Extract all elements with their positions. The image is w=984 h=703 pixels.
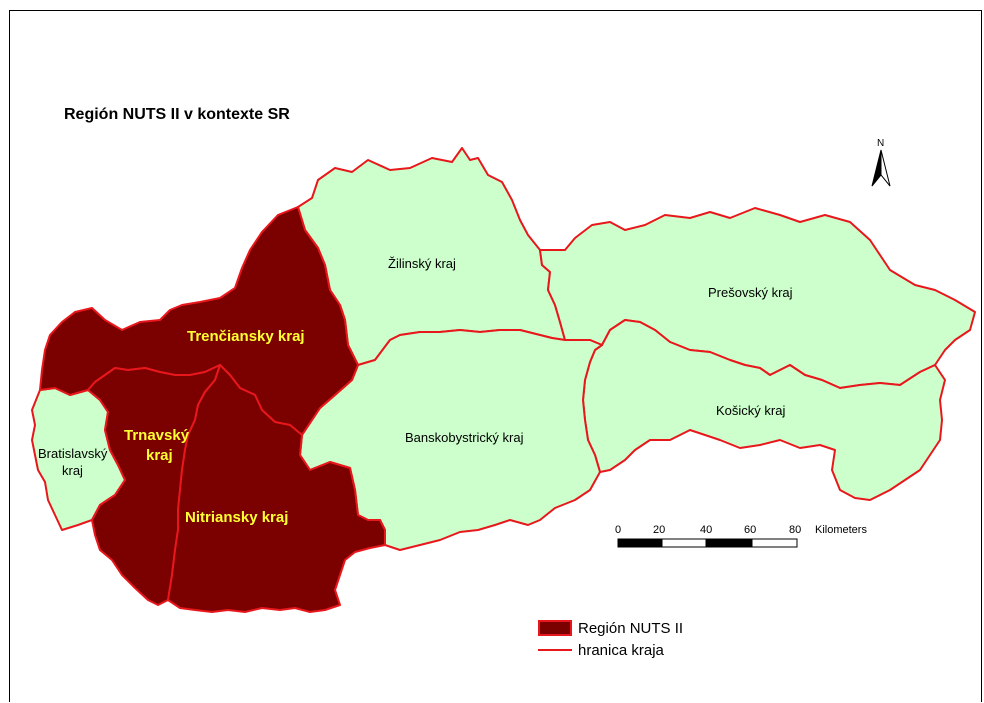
north-arrow-label: N [877, 138, 884, 149]
scale-tick-20: 20 [653, 524, 665, 536]
label-trnavsky-line2: kraj [146, 447, 173, 464]
label-kosicky: Košický kraj [716, 403, 785, 418]
label-trnavsky-line1: Trnavský [124, 427, 190, 444]
scale-tick-80: 80 [789, 524, 801, 536]
north-arrow-icon: N [871, 138, 891, 187]
legend-item-border: hranica kraja [538, 639, 683, 661]
legend-swatch-border [538, 649, 572, 651]
legend-label-nuts: Región NUTS II [578, 619, 684, 637]
scale-tick-40: 40 [700, 524, 712, 536]
legend-label-border: hranica kraja [578, 641, 664, 659]
legend-item-nuts: Región NUTS II [538, 617, 683, 639]
label-banskobystricky: Banskobystrický kraj [405, 430, 524, 445]
label-zilinsky: Žilinský kraj [388, 256, 456, 271]
legend: Región NUTS II hranica kraja [538, 617, 683, 661]
region-kosicky [582, 319, 946, 501]
label-nitriansky: Nitriansky kraj [185, 509, 288, 526]
label-trenciansky: Trenčiansky kraj [187, 328, 305, 345]
scale-unit: Kilometers [815, 524, 867, 536]
map-title: Región NUTS II v kontexte SR [64, 106, 290, 123]
scale-tick-0: 0 [615, 524, 621, 536]
legend-swatch-nuts [538, 620, 572, 636]
label-bratislavsky-line1: Bratislavský [38, 446, 108, 461]
label-bratislavsky-line2: kraj [62, 463, 83, 478]
scale-tick-60: 60 [744, 524, 756, 536]
scale-bar: 0 20 40 60 80 Kilometers [615, 524, 867, 548]
map-frame [9, 10, 982, 702]
region-nitriansky [167, 364, 386, 613]
label-presovsky: Prešovský kraj [708, 285, 793, 300]
